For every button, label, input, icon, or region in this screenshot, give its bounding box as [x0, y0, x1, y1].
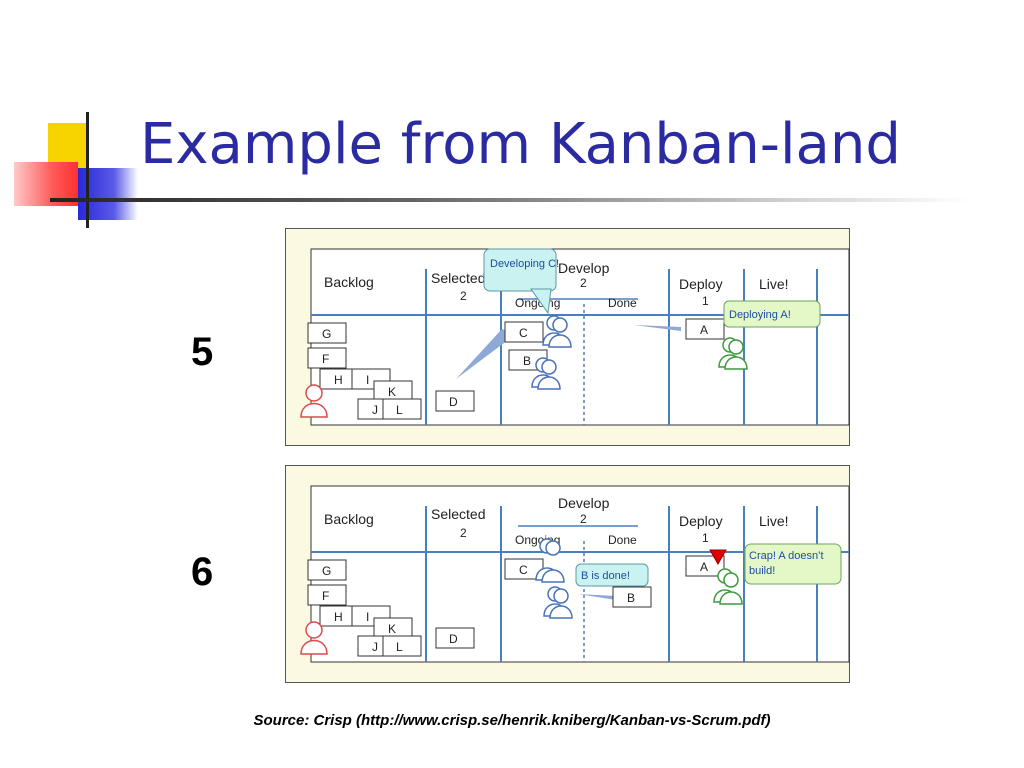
card-j-label: J	[372, 640, 378, 654]
card-c-label: C	[519, 326, 528, 340]
card-g-label: G	[322, 327, 331, 341]
column-deploy: Deploy	[679, 276, 723, 292]
callout-developing-text: Developing C!	[490, 258, 559, 270]
card-i-label: I	[366, 610, 369, 624]
callout-crap	[744, 543, 842, 585]
column-selected-limit: 2	[460, 289, 467, 303]
alert-triangle-icon	[709, 549, 727, 566]
person-blue-icon	[542, 315, 572, 348]
card-i-label: I	[366, 373, 369, 387]
card-h-label: H	[334, 373, 343, 387]
callout-b-done	[575, 563, 649, 587]
board-number-6: 6	[191, 550, 214, 594]
card-c	[504, 321, 544, 343]
column-selected: Selected	[431, 506, 485, 522]
person-blue-icon	[535, 538, 565, 583]
callout-deploying	[723, 300, 821, 328]
motion-wedge-c	[456, 329, 516, 379]
column-deploy: Deploy	[679, 513, 723, 529]
card-f-label: F	[322, 589, 329, 603]
card-l	[382, 398, 422, 420]
callout-crap-line2: build!	[749, 565, 775, 577]
card-k-label: K	[388, 622, 396, 636]
source-citation: Source: Crisp (http://www.crisp.se/henri…	[253, 712, 771, 729]
column-selected-limit: 2	[460, 526, 467, 540]
column-develop: Develop	[558, 260, 610, 276]
kanban-board-5: Backlog Selected 2 Develop 2 Ongoing Don…	[285, 228, 850, 446]
person-blue-icon	[531, 357, 561, 390]
column-deploy-limit: 1	[702, 294, 709, 308]
column-deploy-limit: 1	[702, 531, 709, 545]
card-l	[382, 635, 422, 657]
card-j-label: J	[372, 403, 378, 417]
logo-yellow-square	[48, 123, 88, 169]
title-underline	[50, 198, 970, 202]
card-h-label: H	[334, 610, 343, 624]
card-c-label: C	[519, 563, 528, 577]
column-done: Done	[608, 296, 637, 310]
column-done: Done	[608, 533, 637, 547]
card-d-label: D	[449, 395, 458, 409]
card-g	[307, 559, 347, 581]
card-f	[307, 584, 347, 606]
callout-b-done-text: B is done!	[581, 570, 630, 582]
person-red-icon	[300, 384, 328, 418]
card-d	[435, 390, 475, 412]
person-green-icon	[718, 337, 748, 370]
motion-wedge-a	[634, 325, 681, 331]
card-a-label: A	[700, 560, 708, 574]
card-l-label: L	[396, 640, 403, 654]
card-g-label: G	[322, 564, 331, 578]
column-live: Live!	[759, 513, 789, 529]
column-backlog: Backlog	[324, 511, 374, 527]
column-live: Live!	[759, 276, 789, 292]
kanban-board-6: Backlog Selected 2 Develop 2 Ongoing Don…	[285, 465, 850, 683]
board-number-5: 5	[191, 330, 214, 374]
person-green-icon	[713, 568, 743, 605]
callout-developing	[483, 248, 557, 292]
card-d-label: D	[449, 632, 458, 646]
column-backlog: Backlog	[324, 274, 374, 290]
logo-vertical-line	[86, 112, 89, 228]
person-red-icon	[300, 621, 328, 655]
callout-crap-line1: Crap! A doesn’t	[749, 550, 824, 562]
card-l-label: L	[396, 403, 403, 417]
card-f-label: F	[322, 352, 329, 366]
card-g	[307, 322, 347, 344]
card-a	[685, 318, 725, 340]
card-a	[685, 555, 725, 577]
column-develop: Develop	[558, 495, 610, 511]
card-k-label: K	[388, 385, 396, 399]
card-b	[612, 586, 652, 608]
card-b-label: B	[627, 591, 635, 605]
column-develop-limit: 2	[580, 512, 587, 526]
column-develop-limit: 2	[580, 276, 587, 290]
card-d	[435, 627, 475, 649]
card-b-label: B	[523, 354, 531, 368]
person-blue-icon	[543, 586, 573, 619]
motion-wedge-b	[578, 594, 616, 600]
callout-deploying-text: Deploying A!	[729, 309, 791, 321]
column-selected: Selected	[431, 270, 485, 286]
card-f	[307, 347, 347, 369]
card-a-label: A	[700, 323, 708, 337]
slide-title: Example from Kanban-land	[140, 112, 901, 177]
